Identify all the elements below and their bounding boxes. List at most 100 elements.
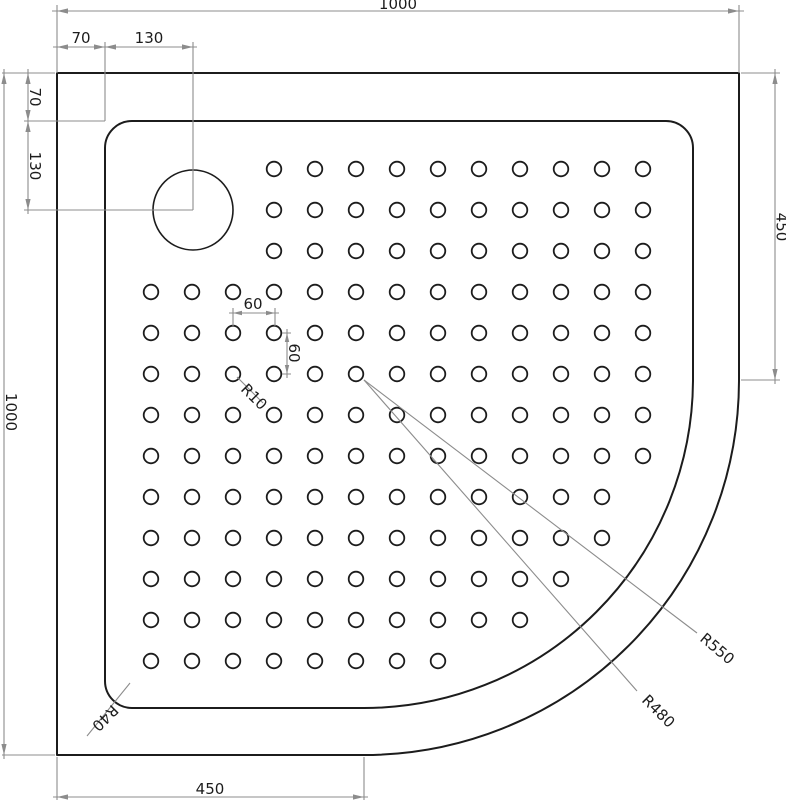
anti-slip-dot — [224, 611, 242, 629]
anti-slip-dot — [306, 324, 324, 342]
anti-slip-dot — [552, 570, 570, 588]
dim-dot-pitch-horizontal: 60 — [229, 295, 279, 326]
anti-slip-dot — [470, 324, 488, 342]
anti-slip-dot — [511, 570, 529, 588]
dim-bottom-straight-edge: 450 — [53, 757, 368, 800]
anti-slip-dot — [388, 652, 406, 670]
anti-slip-dot — [347, 611, 365, 629]
anti-slip-dot — [388, 160, 406, 178]
leader-line-r10 — [236, 376, 264, 404]
anti-slip-dot — [429, 447, 447, 465]
anti-slip-dot — [265, 447, 283, 465]
anti-slip-dot — [265, 324, 283, 342]
dim-top-overall-lines — [52, 5, 744, 73]
leader-outer-quadrant-radius: R550 — [363, 379, 738, 668]
anti-slip-dot — [634, 447, 652, 465]
anti-slip-dot — [306, 160, 324, 178]
dim-dot-pitch-vertical: 60 — [282, 329, 303, 378]
anti-slip-dot — [511, 611, 529, 629]
anti-slip-dot — [429, 365, 447, 383]
anti-slip-dot — [429, 611, 447, 629]
anti-slip-dot — [511, 283, 529, 301]
dim-left-drain-offsets: 70 130 — [24, 69, 105, 214]
anti-slip-dot — [224, 324, 242, 342]
anti-slip-dot — [142, 406, 160, 424]
anti-slip-dot — [183, 447, 201, 465]
anti-slip-dot — [470, 611, 488, 629]
anti-slip-dot — [142, 611, 160, 629]
anti-slip-dot — [634, 160, 652, 178]
dim-arrowheads — [284, 333, 290, 374]
anti-slip-dot — [347, 406, 365, 424]
anti-slip-dot — [347, 160, 365, 178]
anti-slip-dot — [634, 324, 652, 342]
anti-slip-dot — [142, 570, 160, 588]
anti-slip-dot — [347, 324, 365, 342]
anti-slip-dot — [183, 324, 201, 342]
anti-slip-dot — [593, 488, 611, 506]
anti-slip-dot — [306, 406, 324, 424]
dim-top-overall-width: 1000 — [52, 0, 744, 73]
radius-label-outer-quadrant: R550 — [696, 629, 737, 668]
anti-slip-dot — [224, 529, 242, 547]
anti-slip-dot — [306, 488, 324, 506]
anti-slip-dot — [552, 201, 570, 219]
anti-slip-dot — [634, 201, 652, 219]
dim-label-dot-pitch-v: 60 — [285, 343, 303, 362]
dim-label-drain-offset-left-1: 70 — [26, 87, 44, 106]
anti-slip-dot — [183, 652, 201, 670]
anti-slip-dot — [470, 160, 488, 178]
anti-slip-dot — [388, 365, 406, 383]
anti-slip-dot — [347, 242, 365, 260]
anti-slip-dot — [552, 242, 570, 260]
anti-slip-dot — [347, 570, 365, 588]
leader-inner-corner-radius: R40 — [86, 682, 131, 737]
anti-slip-dot — [388, 488, 406, 506]
anti-slip-dot — [470, 488, 488, 506]
anti-slip-dot — [224, 488, 242, 506]
anti-slip-dot — [265, 201, 283, 219]
anti-slip-dot — [347, 283, 365, 301]
anti-slip-dot — [142, 324, 160, 342]
anti-slip-dot — [142, 365, 160, 383]
anti-slip-dot — [388, 242, 406, 260]
radius-label-inner-quadrant: R480 — [638, 691, 678, 731]
anti-slip-dot — [388, 324, 406, 342]
leader-inner-quadrant-radius: R480 — [363, 379, 679, 731]
anti-slip-dot — [142, 488, 160, 506]
outer-profile — [56, 72, 740, 756]
anti-slip-dot — [265, 529, 283, 547]
dim-right-lines — [741, 69, 780, 384]
dim-left-offset-lines — [24, 69, 105, 214]
dim-label-dot-pitch-h: 60 — [243, 295, 262, 313]
anti-slip-dot — [470, 283, 488, 301]
anti-slip-dot — [511, 529, 529, 547]
anti-slip-dot — [224, 570, 242, 588]
anti-slip-dot — [552, 365, 570, 383]
anti-slip-dot — [634, 406, 652, 424]
anti-slip-dot — [183, 570, 201, 588]
anti-slip-dot — [429, 324, 447, 342]
anti-slip-dot — [470, 242, 488, 260]
anti-slip-dot — [593, 160, 611, 178]
anti-slip-dot — [511, 406, 529, 424]
anti-slip-dot — [388, 611, 406, 629]
anti-slip-dot — [593, 324, 611, 342]
anti-slip-dot — [470, 529, 488, 547]
dim-label-drain-offset-top-1: 70 — [71, 29, 90, 47]
anti-slip-dot — [552, 447, 570, 465]
anti-slip-dot — [347, 652, 365, 670]
anti-slip-dot — [388, 570, 406, 588]
anti-slip-dot — [593, 283, 611, 301]
anti-slip-dot — [306, 447, 324, 465]
anti-slip-dot — [511, 447, 529, 465]
dim-label-right-straight: 450 — [773, 213, 786, 242]
anti-slip-dot — [429, 529, 447, 547]
anti-slip-dot — [265, 242, 283, 260]
anti-slip-dot — [470, 447, 488, 465]
anti-slip-dot — [552, 529, 570, 547]
anti-slip-dot — [306, 652, 324, 670]
anti-slip-dot — [306, 242, 324, 260]
anti-slip-dot — [511, 201, 529, 219]
anti-slip-dot — [429, 406, 447, 424]
